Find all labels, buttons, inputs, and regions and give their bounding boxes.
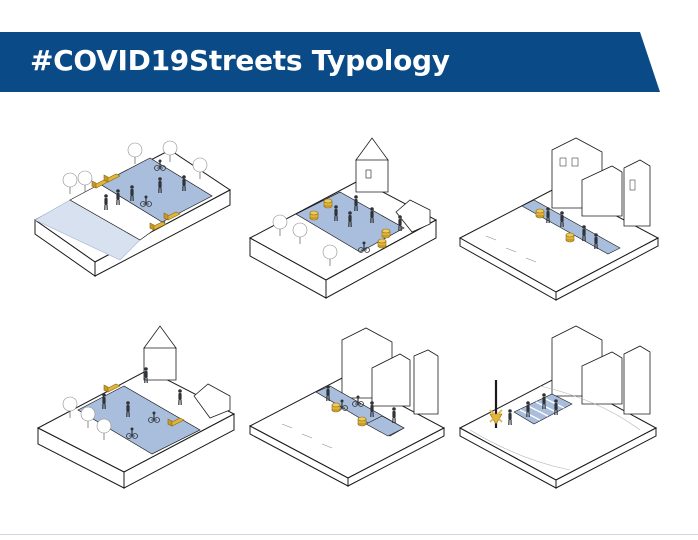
header-banner: #COVID19Streets Typology	[0, 32, 660, 92]
banner-shape	[0, 32, 660, 92]
church-plaza-street-diagram	[248, 137, 438, 299]
church-plaza-bike-street-diagram	[36, 325, 236, 489]
residential-sidewalk-diagram	[458, 137, 660, 301]
crosswalk-intersection-diagram	[458, 325, 658, 489]
footer-rule	[0, 534, 698, 535]
page-title: #COVID19Streets Typology	[30, 44, 450, 77]
park-plaza-street-diagram	[34, 140, 231, 277]
bike-lane-street-diagram	[248, 327, 446, 487]
